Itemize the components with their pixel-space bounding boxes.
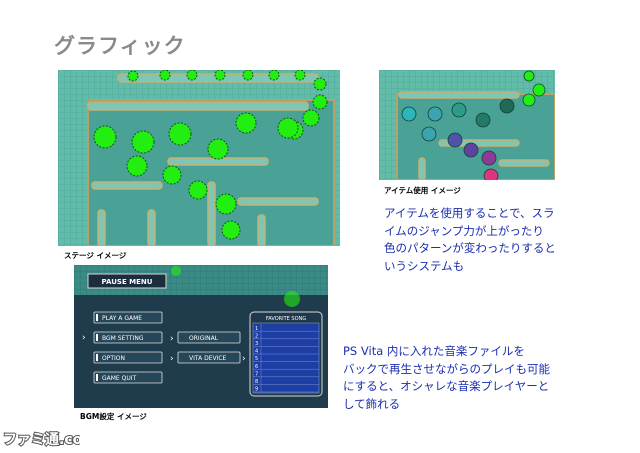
song-number: 5	[255, 356, 258, 362]
menu-button-label: GAME QUIT	[102, 375, 137, 382]
slime	[427, 106, 443, 122]
song-row[interactable]: 3	[253, 339, 319, 347]
slime	[162, 165, 182, 185]
menu-button-option[interactable]: OPTION	[93, 351, 163, 364]
wall	[91, 181, 163, 190]
stage-screenshot	[58, 70, 340, 246]
slime	[127, 70, 139, 82]
slime	[159, 70, 171, 81]
vita-description: PS Vita 内に入れた音楽ファイルを バックで再生させながらのプレイも可能 …	[343, 344, 550, 411]
slime	[207, 138, 229, 160]
song-row[interactable]: 8	[253, 377, 319, 385]
song-number: 7	[255, 371, 258, 377]
menu-button-game-quit[interactable]: GAME QUIT	[93, 371, 163, 384]
sub-button-original[interactable]: ORIGINAL ›	[170, 331, 241, 344]
slime	[401, 106, 417, 122]
slime	[93, 125, 117, 149]
slime	[302, 109, 320, 127]
pause-menu-title: PAUSE MENU	[102, 278, 153, 286]
song-row[interactable]: 1	[253, 324, 319, 332]
bgm-caption: BGM設定 イメージ	[80, 412, 147, 421]
favorite-song-title: FAVORITE SONG	[266, 316, 306, 322]
arrow-icon: ›	[242, 354, 246, 364]
slime	[481, 150, 497, 166]
pause-menu-header: PAUSE MENU	[87, 273, 167, 289]
menu-button-play-a-game[interactable]: PLAY A GAME	[93, 311, 163, 324]
wall	[237, 197, 319, 206]
slime	[215, 193, 237, 215]
song-row[interactable]: 6	[253, 362, 319, 370]
slime	[475, 112, 491, 128]
wall	[398, 91, 520, 99]
slime	[523, 70, 535, 82]
sub-button-label: VITA DEVICE	[189, 355, 227, 362]
slime	[277, 117, 299, 139]
slime	[499, 98, 515, 114]
slime	[131, 130, 155, 154]
page-title: グラフィック	[54, 34, 186, 58]
song-row[interactable]: 9	[253, 384, 319, 393]
slime	[483, 168, 499, 180]
menu-button-bgm-setting[interactable]: BGM SETTING	[93, 331, 163, 344]
song-number: 8	[255, 379, 258, 385]
slime	[171, 266, 181, 276]
wall	[418, 157, 426, 180]
slime	[294, 70, 306, 81]
bgm-screenshot: PAUSE MENU PLAY A GAME BGM SETTING OPTION G…	[74, 265, 328, 408]
slime	[313, 77, 327, 91]
slime	[168, 122, 192, 146]
slime	[451, 102, 467, 118]
song-row[interactable]: 7	[253, 369, 319, 378]
slime	[188, 180, 208, 200]
song-number: 6	[255, 364, 258, 370]
song-number: 1	[255, 326, 258, 332]
slime	[312, 94, 328, 110]
wall	[147, 209, 156, 246]
item-screenshot	[379, 70, 555, 180]
item-caption: アイテム使用 イメージ	[384, 186, 461, 195]
song-row[interactable]: 5	[253, 354, 319, 362]
slime	[284, 291, 300, 307]
slime	[522, 93, 536, 107]
selection-arrow-icon: ›	[82, 333, 86, 343]
slime	[268, 70, 280, 81]
slime	[463, 142, 479, 158]
stage-caption: ステージ イメージ	[64, 251, 127, 260]
slime	[421, 126, 437, 142]
pause-menu-screen: PAUSE MENU PLAY A GAME BGM SETTING OPTION G…	[74, 265, 328, 408]
wall	[207, 181, 216, 246]
slime	[186, 70, 198, 81]
sub-button-vita-device[interactable]: VITA DEVICE ›	[170, 351, 241, 364]
logo-text: ファミ通.com	[3, 432, 80, 448]
arrow-icon: ›	[170, 334, 174, 344]
item-board	[379, 70, 555, 180]
slime	[126, 155, 148, 177]
song-number: 2	[255, 333, 258, 339]
song-number: 3	[255, 341, 258, 347]
slime	[221, 220, 241, 240]
sub-button-label: ORIGINAL	[189, 335, 219, 342]
wall	[257, 214, 266, 246]
wall	[87, 101, 309, 111]
menu-button-label: PLAY A GAME	[102, 315, 142, 322]
arrow-icon: ›	[170, 354, 174, 364]
wall	[498, 159, 550, 167]
famitsu-logo: ファミ通.com	[2, 427, 98, 449]
slime	[447, 132, 463, 148]
song-row[interactable]: 2	[253, 331, 319, 340]
wall	[97, 209, 106, 246]
stage-board	[58, 70, 340, 246]
slime	[532, 83, 546, 97]
song-row[interactable]: 4	[253, 346, 319, 355]
slime	[235, 112, 257, 134]
menu-button-label: BGM SETTING	[102, 335, 144, 342]
song-number: 4	[255, 349, 258, 355]
menu-button-label: OPTION	[102, 355, 125, 362]
song-number: 9	[255, 387, 258, 393]
item-description: アイテムを使用することで、スラ イムのジャンプ力が上がったり 色のパターンが変わ…	[384, 206, 556, 273]
slime	[214, 70, 226, 81]
slime	[242, 70, 254, 81]
